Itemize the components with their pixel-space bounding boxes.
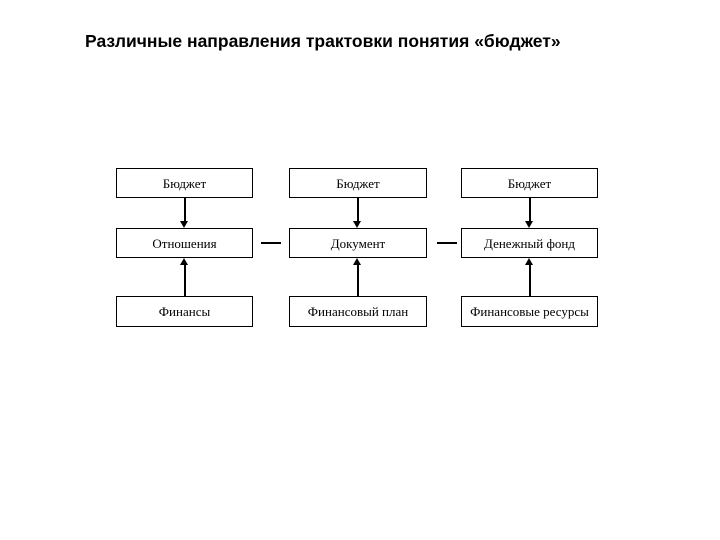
arrow-head <box>353 221 361 228</box>
page-title: Различные направления трактовки понятия … <box>85 31 561 51</box>
arrow-stem <box>528 265 531 296</box>
arrow-stem <box>183 265 186 296</box>
financial-plan-box-label: Финансовый план <box>307 304 409 319</box>
document-box: Документ <box>289 228 427 258</box>
money-fund-box: Денежный фонд <box>461 228 598 258</box>
arrow-down-icon-col1 <box>180 198 189 228</box>
arrow-up-icon-col2 <box>353 258 362 296</box>
finances-box-label: Финансы <box>158 304 211 319</box>
arrow-up-icon-col3 <box>525 258 534 296</box>
financial-resources-box: Финансовые ресурсы <box>461 296 598 327</box>
finances-box: Финансы <box>116 296 253 327</box>
arrow-stem <box>183 198 186 221</box>
arrow-down-icon-col3 <box>525 198 534 228</box>
financial-plan-box: Финансовый план <box>289 296 427 327</box>
arrow-head <box>180 221 188 228</box>
relations-box-label: Отношения <box>152 235 217 251</box>
budget-box-col1-label: Бюджет <box>162 175 207 191</box>
budget-box-col2: Бюджет <box>289 168 427 198</box>
document-box-label: Документ <box>330 235 386 251</box>
dash-connector-1 <box>261 242 281 244</box>
financial-resources-box-label: Финансовые ресурсы <box>470 304 589 319</box>
budget-box-col3: Бюджет <box>461 168 598 198</box>
arrow-head <box>525 221 533 228</box>
budget-box-col1: Бюджет <box>116 168 253 198</box>
arrow-head <box>353 258 361 265</box>
arrow-head <box>180 258 188 265</box>
arrow-down-icon-col2 <box>353 198 362 228</box>
budget-box-col2-label: Бюджет <box>336 175 380 191</box>
arrow-stem <box>528 198 531 221</box>
dash-connector-2 <box>437 242 457 244</box>
arrow-up-icon-col1 <box>180 258 189 296</box>
budget-box-col3-label: Бюджет <box>507 175 552 191</box>
relations-box: Отношения <box>116 228 253 258</box>
arrow-stem <box>356 198 359 221</box>
money-fund-box-label: Денежный фонд <box>484 235 575 251</box>
arrow-head <box>525 258 533 265</box>
arrow-stem <box>356 265 359 296</box>
